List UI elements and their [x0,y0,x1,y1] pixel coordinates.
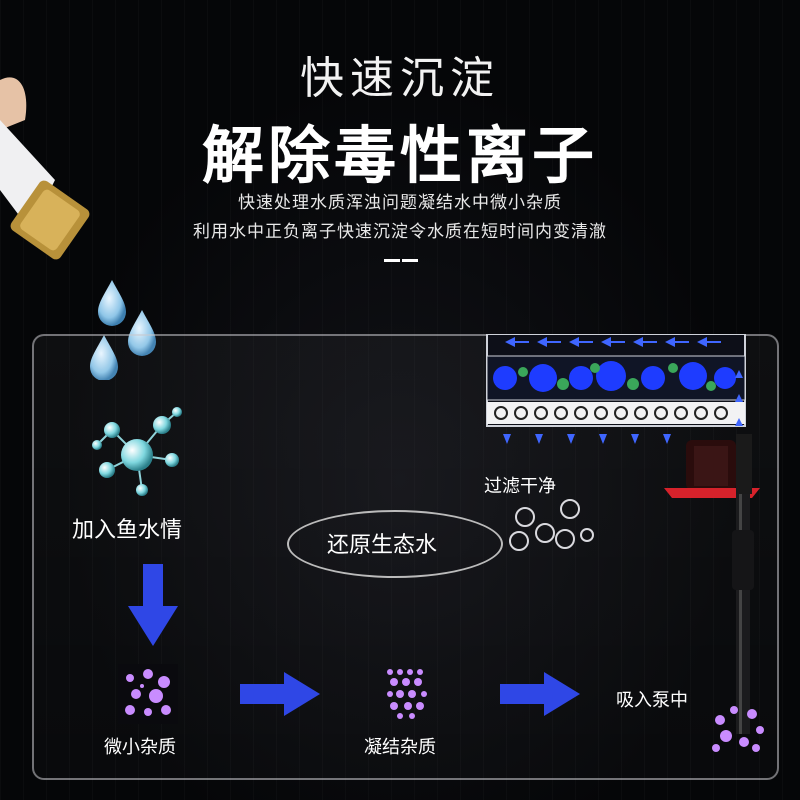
page-title: 快速沉淀 [300,53,500,104]
right-arrow-icon-2 [500,672,580,716]
step-add-label: 加入鱼水情 [72,518,183,543]
water-pump-illustration [664,434,764,752]
step-particles-label: 微小杂质 [104,737,176,758]
clean-water-bubbles-icon [509,499,594,551]
subtitle-line-2: 利用水中正负离子快速沉淀令水质在短时间内变清澈 [193,222,607,242]
particles-cluster-icon [118,664,178,724]
restore-ellipse [287,510,503,578]
step-restore-label: 还原生态水 [327,533,438,558]
bottle-illustration [0,77,90,260]
subtitle-line-1: 快速处理水质浑浊问题凝结水中微小杂质 [238,193,562,213]
down-arrow-icon [128,564,178,646]
molecule-icon [92,407,182,496]
step-coagulate-label: 凝结杂质 [364,737,436,758]
divider-dash-left [384,259,400,262]
step-pump-label: 吸入泵中 [616,690,688,711]
page-headline: 解除毒性离子 [201,119,598,192]
divider-dash-right [402,259,418,262]
water-drops-icon [90,280,156,380]
coagulated-particles-icon [387,669,427,719]
filter-box-illustration [486,334,746,444]
right-arrow-icon [240,672,320,716]
step-filter-label: 过滤干净 [484,476,556,497]
